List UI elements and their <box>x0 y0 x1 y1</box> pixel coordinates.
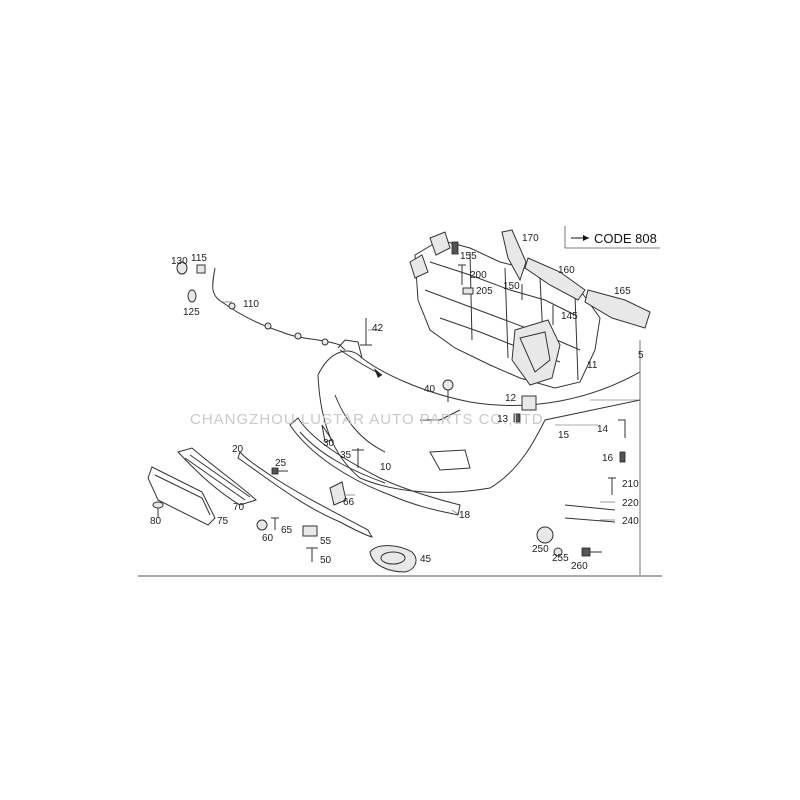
callout-210: 210 <box>622 479 639 490</box>
callout-55: 55 <box>320 536 332 547</box>
lower-trim-part-20 <box>237 450 374 538</box>
callout-45: 45 <box>420 554 432 565</box>
callout-250: 250 <box>532 544 549 555</box>
callout-11: 11 <box>587 360 598 371</box>
trim-strip-part-220 <box>564 504 616 511</box>
callout-220: 220 <box>622 498 639 509</box>
callout-16: 16 <box>602 453 614 464</box>
camera-part-250 <box>536 526 554 544</box>
bolt-part-155 <box>451 241 459 255</box>
watermark-text: CHANGZHOU LUSTAR AUTO PARTS CO.,LTD <box>190 411 544 428</box>
callout-70: 70 <box>233 502 245 513</box>
callout-14: 14 <box>597 424 609 435</box>
callout-20: 20 <box>232 444 244 455</box>
spoiler-lip-part-18 <box>289 417 461 516</box>
callout-10: 10 <box>380 462 392 473</box>
callout-30: 30 <box>323 438 335 449</box>
nut-part-205 <box>462 287 474 295</box>
bracket-part-42 <box>360 318 372 346</box>
callout-15: 15 <box>558 430 570 441</box>
license-plate-part-75 <box>147 466 216 526</box>
wiring-harness-part-110 <box>212 267 346 351</box>
callout-110: 110 <box>243 299 259 310</box>
callout-18: 18 <box>459 510 471 521</box>
sensor-part-130 <box>176 261 188 275</box>
callout-145: 145 <box>561 311 578 322</box>
clip-part-13 <box>513 413 521 423</box>
side-bracket-part-165 <box>584 289 651 329</box>
callout-66: 66 <box>343 497 355 508</box>
side-bracket-part-160 <box>524 257 586 301</box>
assembly-arrow <box>339 349 383 378</box>
sensor-part-12 <box>521 395 537 411</box>
sensor-cap-part-125 <box>187 289 197 303</box>
callout-240: 240 <box>622 516 639 527</box>
fog-bezel-part-45 <box>369 545 417 573</box>
callout-205: 205 <box>476 286 493 297</box>
callout-13: 13 <box>497 414 509 425</box>
callout-40: 40 <box>424 384 436 395</box>
bumper-carrier-part-11 <box>409 231 601 389</box>
bolt-part-35 <box>352 448 364 468</box>
bolt-part-210 <box>608 477 616 495</box>
callout-130: 130 <box>171 256 188 267</box>
callout-50: 50 <box>320 555 332 566</box>
callout-155: 155 <box>460 251 477 262</box>
callout-125: 125 <box>183 307 200 318</box>
callout-160: 160 <box>558 265 575 276</box>
callout-25: 25 <box>275 458 287 469</box>
bolt-part-65 <box>271 517 279 530</box>
callout-65: 65 <box>281 525 293 536</box>
callout-170: 170 <box>522 233 539 244</box>
callout-12: 12 <box>505 393 517 404</box>
washer-part-255 <box>553 547 563 557</box>
callout-260: 260 <box>571 561 588 572</box>
sensor-clip-part-115 <box>196 264 206 274</box>
callout-200: 200 <box>470 270 487 281</box>
bolt-part-80 <box>152 501 164 518</box>
side-bracket-part-170 <box>501 229 527 282</box>
callout-115: 115 <box>191 253 207 264</box>
callout-35: 35 <box>340 450 352 461</box>
grommet-part-60 <box>256 519 268 531</box>
bolt-part-40 <box>442 379 454 402</box>
callout-leader-lines <box>222 253 640 521</box>
bracket-part-14 <box>618 419 626 438</box>
callout-150: 150 <box>503 281 520 292</box>
callout-5: 5 <box>638 350 644 361</box>
code-808-label: CODE 808 <box>594 231 657 246</box>
code-808-box: CODE 808 <box>564 226 660 249</box>
grille-part-70 <box>177 447 257 506</box>
callout-75: 75 <box>217 516 229 527</box>
callout-60: 60 <box>262 533 274 544</box>
bolt-part-50 <box>306 547 318 562</box>
callout-80: 80 <box>150 516 162 527</box>
clip-part-55 <box>302 525 318 537</box>
callout-255: 255 <box>552 553 569 564</box>
clip-part-30 <box>321 424 333 443</box>
clip-part-16 <box>619 451 626 463</box>
callout-42: 42 <box>372 323 384 334</box>
bolt-part-260 <box>581 547 602 557</box>
trim-strip-part-240 <box>564 517 616 523</box>
clip-part-200 <box>458 264 466 285</box>
callout-165: 165 <box>614 286 631 297</box>
bracket-part-66 <box>329 481 347 506</box>
bolt-part-25 <box>271 467 288 475</box>
